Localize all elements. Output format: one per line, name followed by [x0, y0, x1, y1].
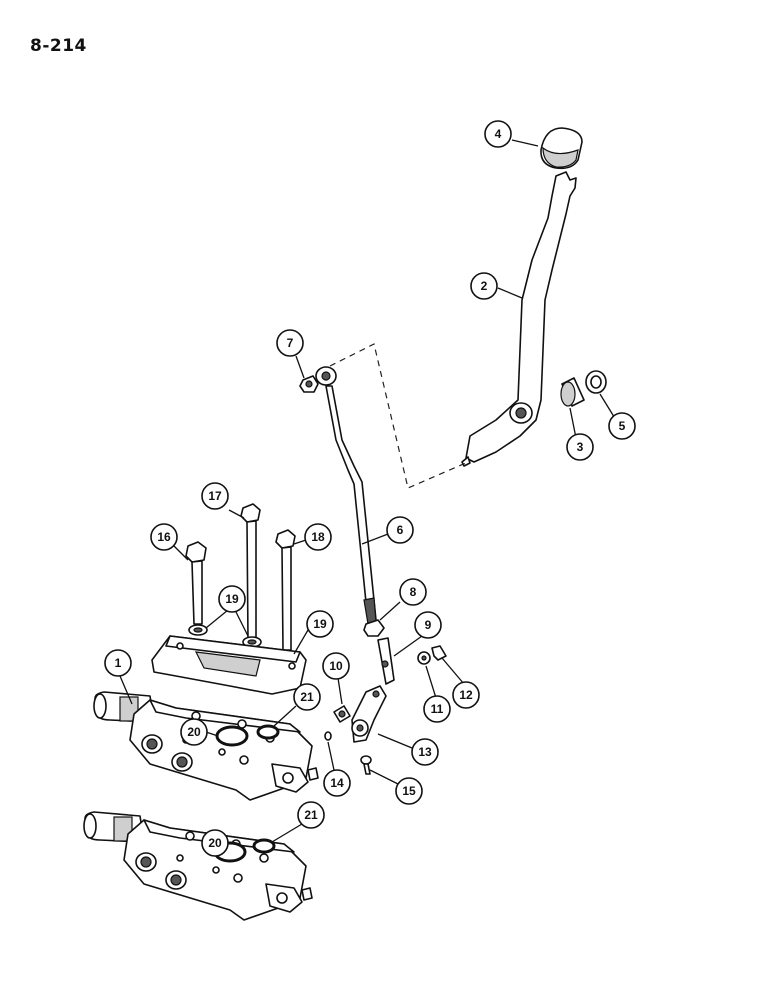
valve-section-lower [83, 811, 313, 921]
callout-21-lower: 21 [297, 801, 325, 829]
o-ring-part-20-upper [215, 725, 249, 747]
svg-text:2: 2 [481, 279, 488, 293]
callout-17: 17 [201, 482, 229, 510]
washer-part-5 [585, 370, 607, 394]
callout-4: 4 [484, 120, 512, 148]
washer-part-11 [417, 651, 431, 665]
pin-part-10 [333, 705, 351, 723]
callout-9: 9 [414, 611, 442, 639]
leader-lines [119, 139, 617, 849]
callout-20-upper: 20 [180, 718, 208, 746]
valve-section-upper-part-1 [93, 691, 319, 801]
svg-text:5: 5 [619, 419, 626, 433]
callout-21-upper: 21 [293, 683, 321, 711]
callout-10: 10 [322, 652, 350, 680]
svg-text:6: 6 [397, 523, 404, 537]
svg-text:20: 20 [208, 836, 222, 850]
control-lever-part-2 [461, 171, 577, 467]
svg-text:7: 7 [287, 336, 294, 350]
svg-text:14: 14 [330, 776, 344, 790]
svg-text:21: 21 [304, 808, 318, 822]
lever-knob-part-4 [540, 127, 583, 170]
bolt-part-16 [185, 541, 207, 625]
bolt-part-18 [275, 529, 296, 651]
svg-text:17: 17 [208, 489, 222, 503]
svg-text:19: 19 [313, 617, 327, 631]
clevis-part-9 [377, 637, 395, 685]
callout-7: 7 [276, 329, 304, 357]
callout-6: 6 [386, 516, 414, 544]
callout-12: 12 [452, 681, 480, 709]
alignment-dashed-line [329, 343, 469, 489]
callout-11: 11 [423, 695, 451, 723]
svg-text:11: 11 [431, 702, 444, 716]
callout-8: 8 [399, 578, 427, 606]
control-rod-part-6 [315, 366, 377, 625]
callout-18: 18 [304, 523, 332, 551]
callout-13: 13 [411, 738, 439, 766]
svg-text:19: 19 [225, 592, 239, 606]
o-ring-part-21-lower [252, 838, 276, 854]
screw-part-15 [360, 755, 372, 775]
svg-text:15: 15 [402, 784, 416, 798]
cover-plate [151, 635, 307, 695]
callout-3: 3 [566, 433, 594, 461]
ball-part-14 [324, 731, 332, 741]
svg-text:3: 3 [577, 440, 584, 454]
svg-text:13: 13 [418, 745, 432, 759]
o-ring-part-21-upper [256, 724, 280, 740]
callout-19-a: 19 [218, 585, 246, 613]
callout-16: 16 [150, 523, 178, 551]
svg-text:8: 8 [410, 585, 417, 599]
callout-19-b: 19 [306, 610, 334, 638]
callout-15: 15 [395, 777, 423, 805]
svg-text:18: 18 [311, 530, 325, 544]
page-number: 8-214 [30, 36, 87, 56]
svg-text:16: 16 [157, 530, 171, 544]
svg-text:4: 4 [495, 127, 502, 141]
callout-2: 2 [470, 272, 498, 300]
nut-part-7 [299, 375, 319, 393]
svg-text:12: 12 [459, 688, 473, 702]
svg-text:21: 21 [300, 690, 314, 704]
bushing-part-3 [560, 377, 585, 407]
lock-nut-part-8 [363, 619, 385, 637]
bolt-part-17 [240, 503, 261, 641]
callout-1: 1 [104, 649, 132, 677]
lever-bracket-part-13 [351, 685, 387, 743]
svg-text:9: 9 [425, 618, 432, 632]
callout-20-lower: 20 [201, 829, 229, 857]
clip-part-12 [431, 645, 447, 661]
svg-text:1: 1 [115, 656, 122, 670]
callout-5: 5 [608, 412, 636, 440]
callout-14: 14 [323, 769, 351, 797]
svg-text:20: 20 [187, 725, 201, 739]
svg-text:10: 10 [329, 659, 343, 673]
